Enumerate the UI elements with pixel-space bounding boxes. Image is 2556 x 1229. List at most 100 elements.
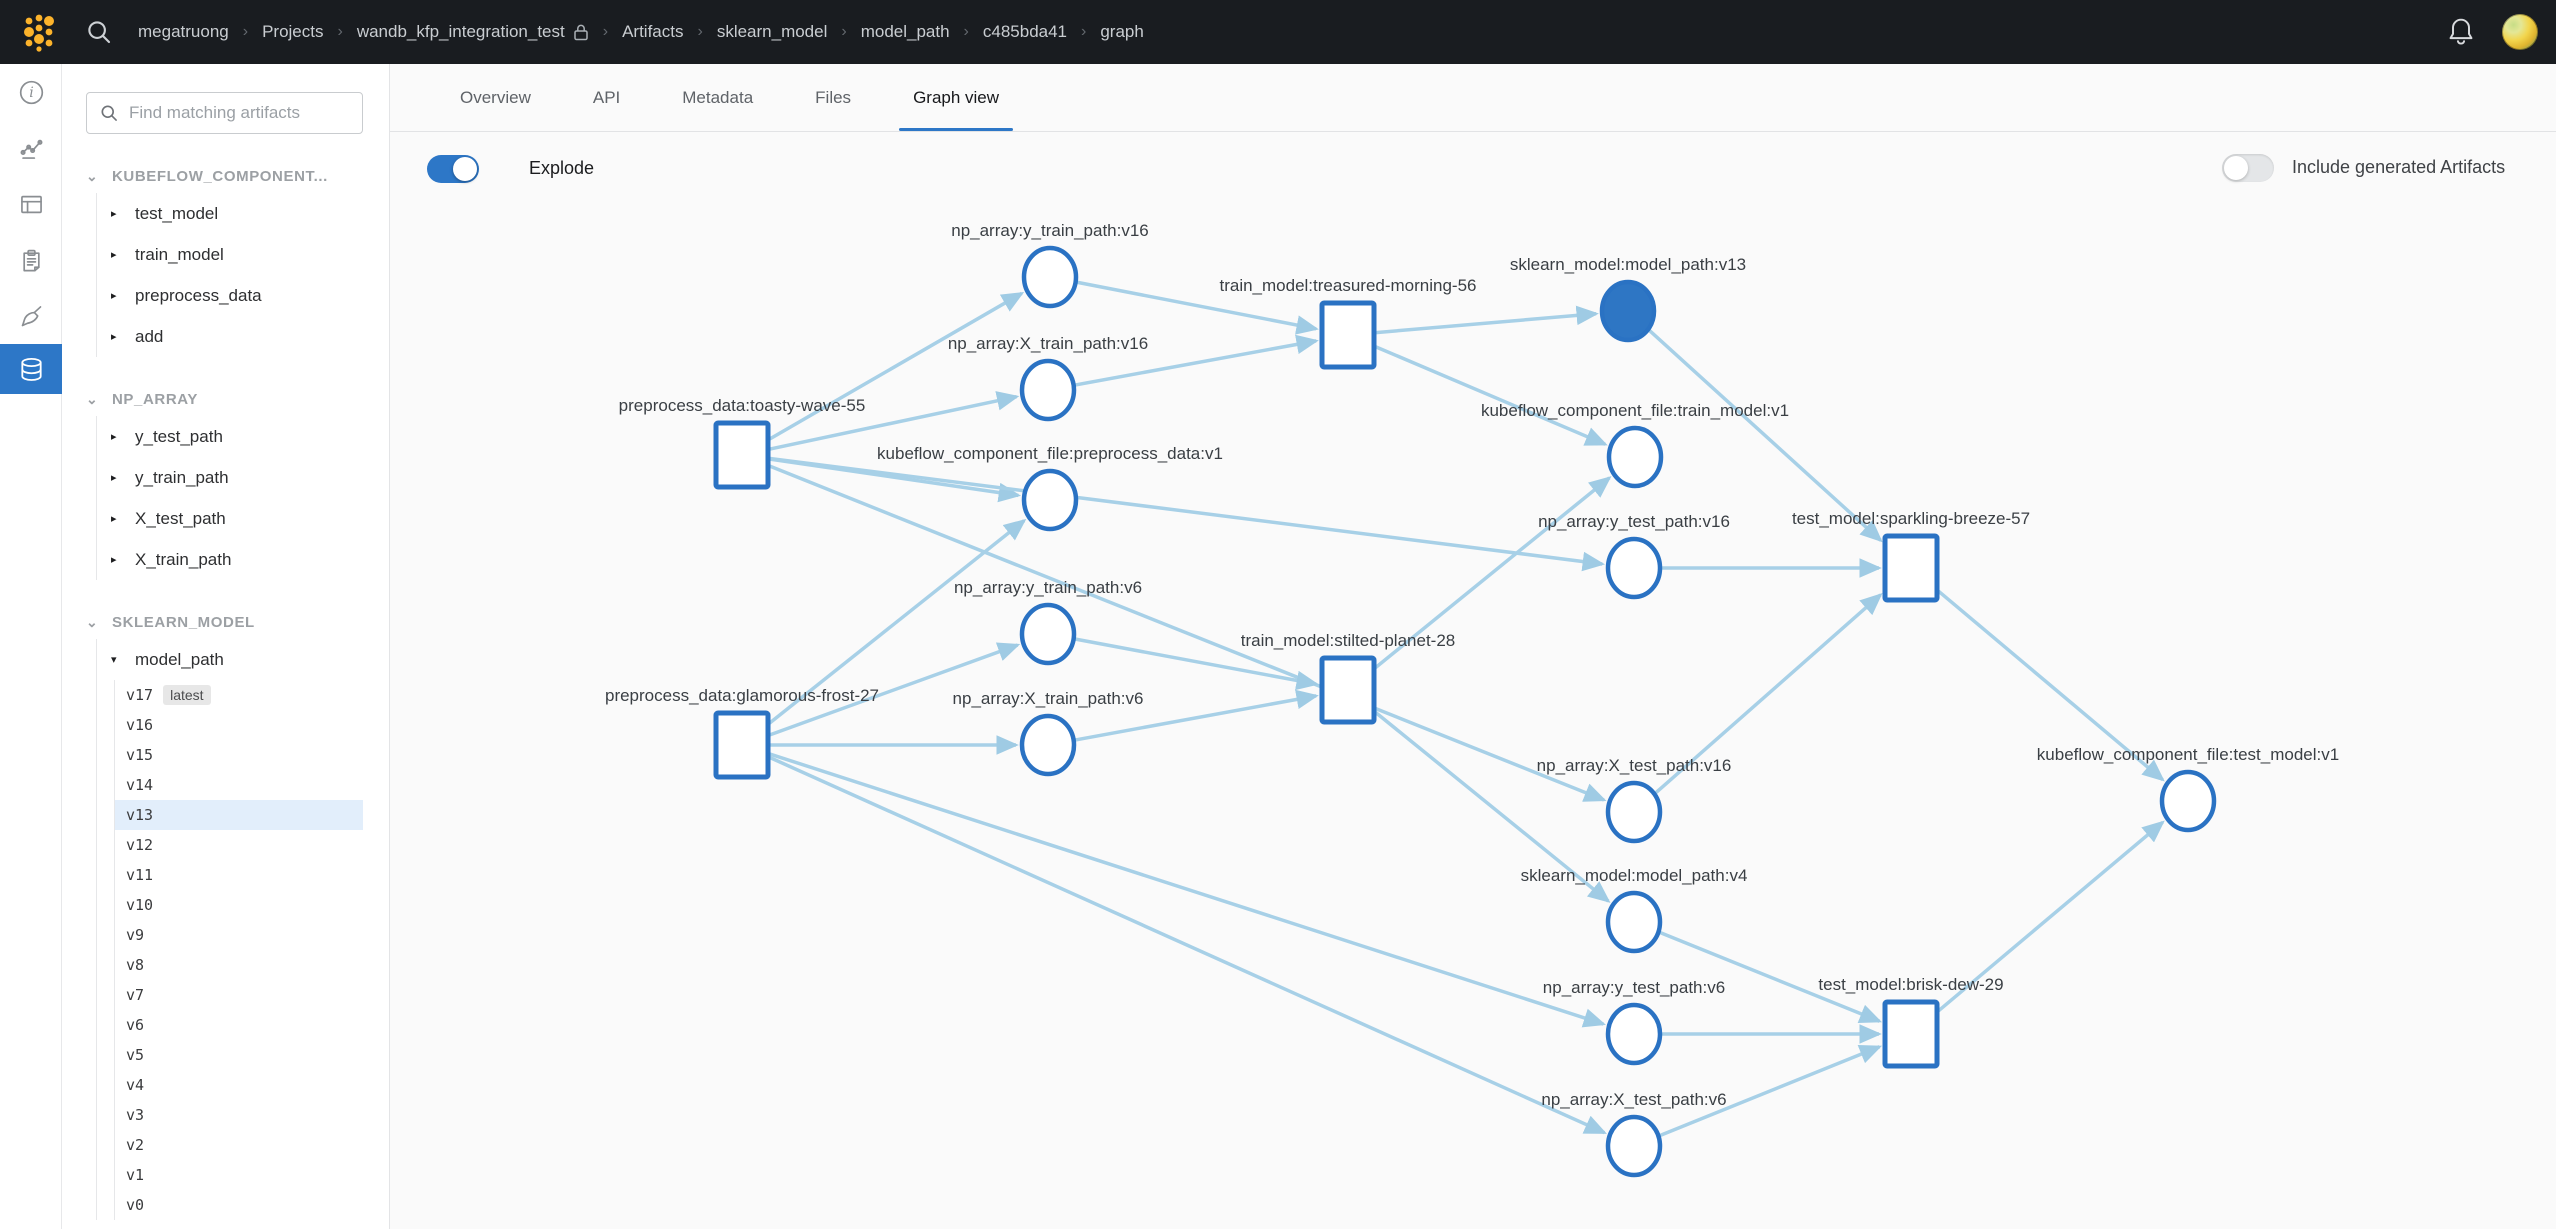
version-item-v6[interactable]: v6 [126,1016,145,1034]
rail-item-tables[interactable] [0,176,62,232]
version-item-v14[interactable]: v14 [126,776,154,794]
graph-node-stilted[interactable] [1319,655,1377,725]
sidebar-item-add[interactable]: ▸add [97,316,363,357]
notifications-bell-icon[interactable] [2446,16,2476,48]
sidebar-item-train_model[interactable]: ▸train_model [97,234,363,275]
breadcrumb-item[interactable]: Projects [262,22,324,41]
breadcrumb-item[interactable]: c485bda41 [982,22,1068,41]
graph-node-y_train16[interactable] [1021,245,1079,309]
caret-right-icon: ▸ [111,431,117,443]
graph-node-glamorous[interactable] [713,710,771,780]
version-item-v3[interactable]: v3 [126,1106,145,1124]
version-item-v4[interactable]: v4 [126,1076,145,1094]
version-item-v0[interactable]: v0 [126,1196,145,1214]
graph-node-label: sklearn_model:model_path:v13 [1510,255,1746,274]
version-item-v10[interactable]: v10 [126,896,154,914]
artifact-search-box[interactable] [86,92,363,134]
include-generated-artifacts-label: Include generated Artifacts [2292,157,2506,177]
graph-node-kcf_pre[interactable] [1021,468,1079,532]
graph-node-label: np_array:y_train_path:v16 [951,221,1149,240]
version-item-v11[interactable]: v11 [126,866,154,884]
breadcrumb-item[interactable]: Artifacts [622,22,684,41]
version-item-v5[interactable]: v5 [126,1046,145,1064]
version-item-v1[interactable]: v1 [126,1166,145,1184]
version-item-v8[interactable]: v8 [126,956,145,974]
graph-node-X_test6[interactable] [1605,1114,1663,1178]
breadcrumb-separator: › [1081,23,1087,40]
main-content: Overview API Metadata Files Graph view Explo… [390,64,2556,1229]
graph-node-y_train6[interactable] [1019,602,1077,666]
graph-controls: Explode Include generated Artifacts [390,132,2556,192]
toggle-knob [2224,156,2248,180]
sidebar-item-label: y_train_path [135,467,229,487]
wandb-logo-icon[interactable] [16,9,62,55]
section-label: NP_ARRAY [112,391,198,408]
section-header-np-array[interactable]: ⌄NP_ARRAY [86,391,363,408]
graph-node-X_train16[interactable] [1019,358,1077,422]
graph-node-treasured[interactable] [1319,300,1377,370]
sidebar-item-model_path[interactable]: ▾model_path [97,639,363,680]
version-item-v13[interactable]: v13 [115,800,363,830]
sidebar-item-X_test_path[interactable]: ▸X_test_path [97,498,363,539]
sidebar-item-preprocess_data[interactable]: ▸preprocess_data [97,275,363,316]
breadcrumb-separator: › [963,23,969,40]
sidebar-item-label: X_train_path [135,549,232,569]
breadcrumb-item[interactable]: megatruong [138,22,229,41]
sidebar-item-test_model[interactable]: ▸test_model [97,193,363,234]
graph-node-y_test6[interactable] [1605,1002,1663,1066]
rail-item-artifacts[interactable] [0,344,62,394]
tab-metadata[interactable]: Metadata [682,87,754,107]
sidebar-item-X_train_path[interactable]: ▸ X_train_path [97,539,363,580]
breadcrumb-item[interactable]: model_path [860,22,950,41]
tab-overview[interactable]: Overview [460,87,531,107]
tab-api[interactable]: API [592,87,621,107]
graph-node-y_test16[interactable] [1605,536,1663,600]
breadcrumb-item[interactable]: wandb_kfp_integration_test [356,22,565,41]
breadcrumb-separator: › [602,23,609,40]
artifact-browser-panel: ⌄KUBEFLOW_COMPONENT... ▸test_model▸train_… [62,64,390,1229]
rail-item-sweeps[interactable] [0,288,62,344]
breadcrumb-separator: › [337,23,343,40]
toggle-knob [453,157,477,181]
graph-node-X_train6[interactable] [1019,713,1077,777]
sidebar-item-y_train_path[interactable]: ▸y_train_path [97,457,363,498]
graph-node-X_test16[interactable] [1605,780,1663,844]
version-item-v15[interactable]: v15 [126,746,154,764]
section-header-sklearn-model[interactable]: ⌄SKLEARN_MODEL [86,614,363,631]
graph-node-kcf_train[interactable] [1606,425,1664,489]
version-item-v16[interactable]: v16 [126,716,154,734]
version-item-v12[interactable]: v12 [126,836,154,854]
graph-node-label: kubeflow_component_file:test_model:v1 [2037,745,2339,764]
caret-right-icon: ▸ [111,554,117,566]
lock-icon [574,24,588,41]
section-header-kubeflow-component-[interactable]: ⌄KUBEFLOW_COMPONENT... [86,168,363,185]
graph-node-v13[interactable] [1599,279,1657,343]
graph-node-toasty[interactable] [713,420,771,490]
tab-graph-view[interactable]: Graph view [899,65,1014,131]
user-avatar[interactable] [2502,14,2538,50]
version-item-v9[interactable]: v9 [126,926,145,944]
breadcrumb-item[interactable]: graph [1100,22,1144,41]
artifact-search-input[interactable] [129,103,350,123]
section-label: SKLEARN_MODEL [112,614,255,631]
include-generated-artifacts-toggle[interactable] [2222,154,2274,182]
explode-toggle[interactable] [427,155,479,183]
version-item-v7[interactable]: v7 [126,986,145,1004]
graph-node-sparkling[interactable] [1882,533,1940,603]
search-icon[interactable] [84,17,114,47]
rail-item-info[interactable]: i [0,64,62,120]
graph-edge-glamorous-to-kcf_pre [768,518,1027,725]
rail-item-logs[interactable] [0,232,62,288]
sidebar-item-y_test_path[interactable]: ▸y_test_path [97,416,363,457]
tab-files[interactable]: Files [815,87,852,107]
version-item-v2[interactable]: v2 [126,1136,145,1154]
graph-node-kcf_test[interactable] [2159,769,2217,833]
breadcrumb-item[interactable]: sklearn_model [716,22,828,41]
graph-edge-toasty-to-y_test16 [769,456,1605,572]
rail-item-charts[interactable] [0,120,62,176]
graph-node-brisk[interactable] [1882,999,1940,1069]
graph-node-v4[interactable] [1605,890,1663,954]
